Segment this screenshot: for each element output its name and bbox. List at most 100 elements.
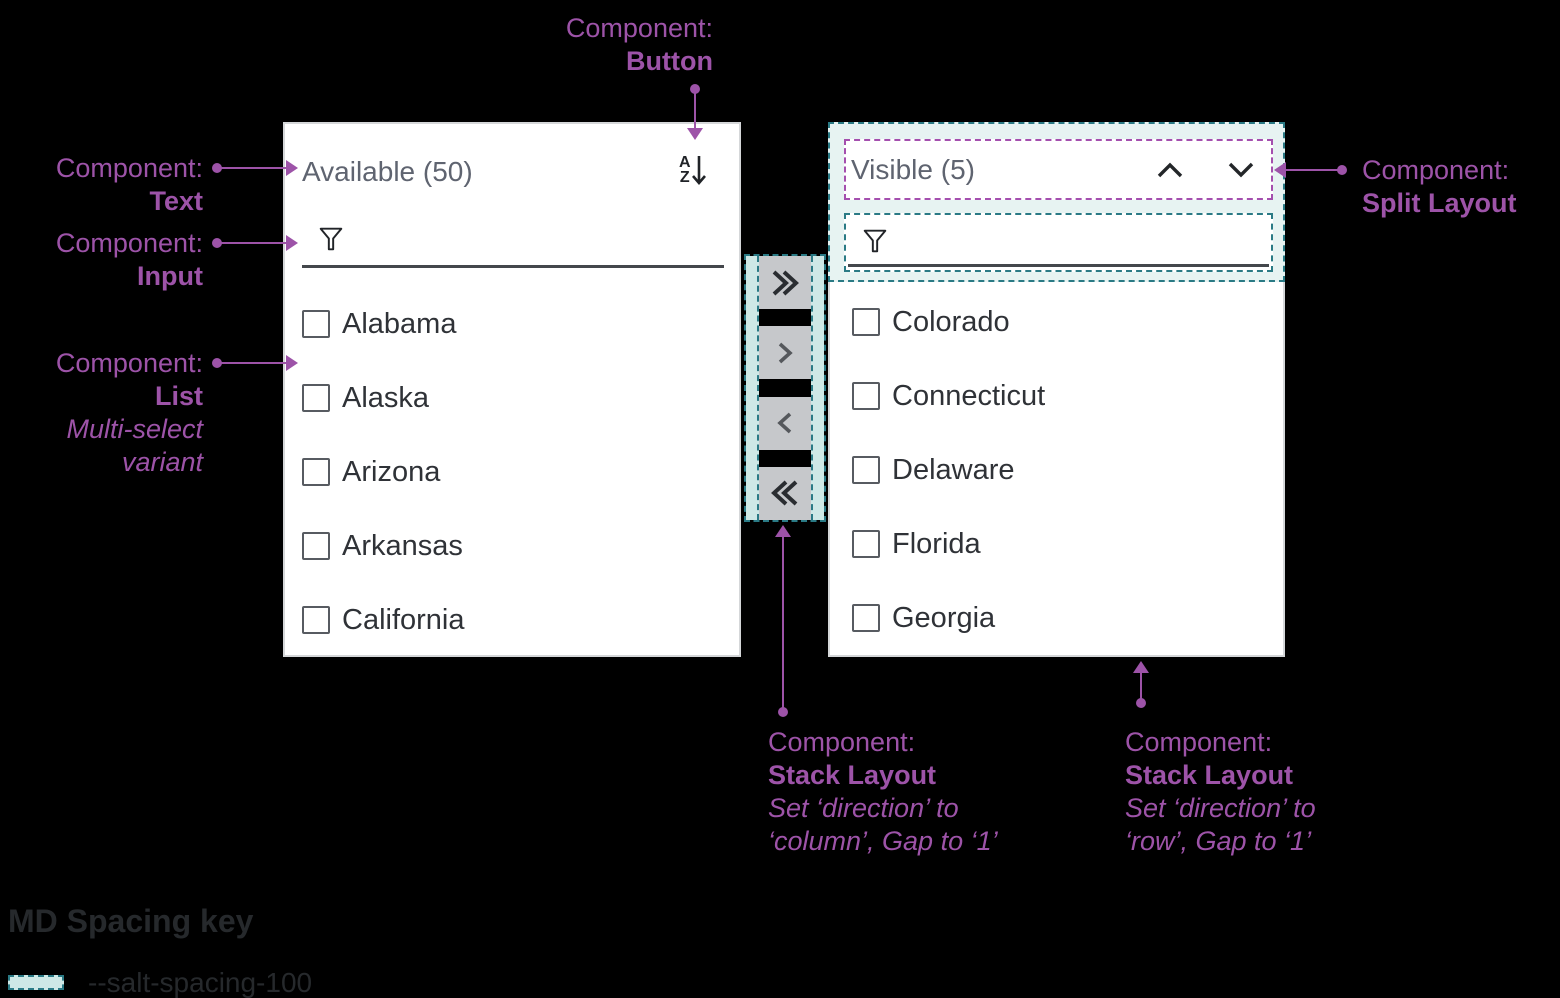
double-chevron-right-icon	[772, 270, 799, 295]
visible-panel-header-zone: Visible (5)	[828, 122, 1285, 282]
filter-input[interactable]	[302, 265, 724, 268]
annotation-note: ‘row’, Gap to ‘1’	[1125, 826, 1312, 856]
spacing-highlight-right	[811, 256, 824, 520]
transfer-button-stack	[759, 256, 811, 520]
chevron-up-icon	[1157, 162, 1183, 178]
list-item[interactable]: Georgia	[830, 581, 1283, 655]
arrowhead-up-icon	[775, 525, 791, 537]
item-label: Alabama	[342, 307, 457, 340]
connector-dot	[1337, 165, 1347, 175]
annotation-stack-row: Component: Stack Layout Set ‘direction’ …	[1125, 726, 1365, 858]
annotation-note: ‘column’, Gap to ‘1’	[768, 826, 998, 856]
annotation-note: variant	[121, 447, 203, 477]
annotation-prefix: Component:	[565, 13, 713, 43]
connector-line	[221, 167, 287, 169]
annotation-label: Button	[626, 46, 713, 76]
annotation-label: Stack Layout	[768, 760, 937, 790]
connector-line	[782, 537, 784, 708]
connector-dot	[212, 163, 222, 173]
list-item[interactable]: Alabama	[285, 287, 739, 361]
item-label: Florida	[892, 527, 981, 560]
annotation-prefix: Component:	[768, 727, 916, 757]
list-item[interactable]: California	[285, 583, 739, 657]
double-chevron-left-icon	[771, 481, 798, 506]
move-right-button[interactable]	[759, 326, 811, 380]
annotation-input: Component: Input	[0, 227, 203, 293]
move-down-button[interactable]	[1226, 160, 1256, 182]
annotation-text: Component: Text	[0, 152, 203, 218]
item-label: Arizona	[342, 455, 441, 488]
chevron-right-icon	[778, 342, 793, 364]
spacing-key-title: MD Spacing key	[8, 903, 254, 939]
sort-az-descending-icon[interactable]: A Z	[679, 152, 707, 188]
annotation-prefix: Component:	[55, 348, 203, 378]
list-item[interactable]: Colorado	[830, 285, 1283, 359]
split-layout-outline: Visible (5)	[844, 139, 1273, 200]
annotation-prefix: Component:	[55, 228, 203, 258]
item-label: California	[342, 603, 465, 636]
annotation-label: Text	[149, 186, 203, 216]
input-underline	[848, 264, 1269, 267]
transfer-button-stack-spacing	[744, 254, 826, 522]
spacing-highlight-left	[746, 256, 759, 520]
filter-icon	[863, 229, 887, 253]
list-item[interactable]: Connecticut	[830, 359, 1283, 433]
annotation-prefix: Component:	[1362, 155, 1510, 185]
filter-icon	[319, 227, 343, 251]
annotation-list: Component: List Multi-select variant	[0, 347, 203, 479]
arrowhead-right-icon	[286, 235, 298, 251]
move-up-button[interactable]	[1155, 160, 1185, 182]
available-header: Available (50)	[302, 156, 473, 187]
checkbox[interactable]	[852, 530, 880, 558]
list-item[interactable]: Delaware	[830, 433, 1283, 507]
annotation-note: Set ‘direction’ to	[768, 793, 959, 823]
move-all-left-button[interactable]	[759, 466, 811, 520]
annotation-label: List	[154, 381, 203, 411]
annotation-note: Multi-select	[66, 414, 203, 444]
checkbox[interactable]	[302, 532, 330, 560]
available-list: Alabama Alaska Arizona Arkansas	[285, 287, 739, 657]
annotation-button: Component: Button	[453, 12, 713, 78]
visible-filter-input[interactable]	[844, 213, 1273, 272]
checkbox[interactable]	[302, 310, 330, 338]
annotation-stack-column: Component: Stack Layout Set ‘direction’ …	[768, 726, 1008, 858]
item-label: Arkansas	[342, 529, 463, 562]
list-item[interactable]: Arkansas	[285, 509, 739, 583]
chevron-down-icon	[1228, 162, 1254, 178]
available-list-panel: Available (50) A Z Alabama	[283, 122, 741, 657]
item-label: Colorado	[892, 305, 1010, 338]
connector-dot	[212, 238, 222, 248]
connector-dot	[212, 358, 222, 368]
spacing-swatch	[8, 975, 64, 990]
connector-line	[1140, 673, 1142, 703]
connector-line	[221, 362, 287, 364]
item-label: Georgia	[892, 601, 996, 634]
annotation-note: Set ‘direction’ to	[1125, 793, 1316, 823]
arrowhead-right-icon	[286, 160, 298, 176]
connector-dot	[690, 84, 700, 94]
list-item[interactable]: Alaska	[285, 361, 739, 435]
checkbox[interactable]	[302, 606, 330, 634]
checkbox[interactable]	[852, 456, 880, 484]
arrowhead-up-icon	[1133, 661, 1149, 673]
list-item[interactable]: Arizona	[285, 435, 739, 509]
annotation-label: Stack Layout	[1125, 760, 1294, 790]
checkbox[interactable]	[302, 384, 330, 412]
checkbox[interactable]	[852, 604, 880, 632]
sort-letter-z: Z	[679, 169, 690, 186]
chevron-left-icon	[777, 412, 792, 434]
item-label: Connecticut	[892, 379, 1046, 412]
item-label: Delaware	[892, 453, 1015, 486]
checkbox[interactable]	[852, 308, 880, 336]
move-left-button[interactable]	[759, 396, 811, 450]
sort-letter-a: A	[679, 154, 691, 171]
connector-line	[694, 93, 696, 128]
list-item[interactable]: Florida	[830, 507, 1283, 581]
checkbox[interactable]	[302, 458, 330, 486]
annotation-prefix: Component:	[55, 153, 203, 183]
annotation-label: Split Layout	[1362, 188, 1517, 218]
connector-line	[221, 242, 287, 244]
move-all-right-button[interactable]	[759, 256, 811, 309]
checkbox[interactable]	[852, 382, 880, 410]
